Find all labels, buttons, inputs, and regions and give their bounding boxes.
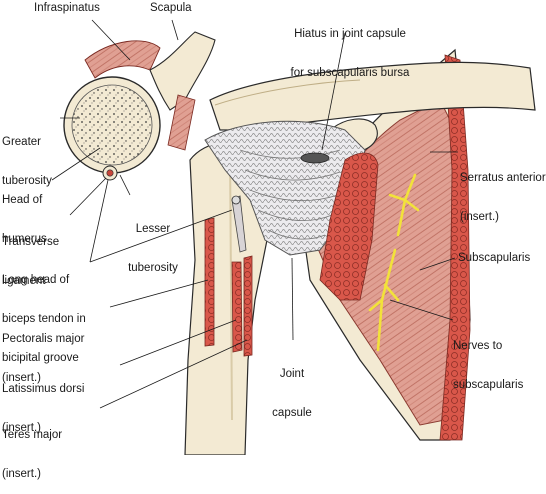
label-biceps-tendon: Long head of biceps tendon in bicipital …: [2, 248, 86, 378]
hiatus-opening: [300, 152, 330, 164]
label-head-humerus-line2: humerus: [2, 233, 47, 245]
label-latissimus-line2: (insert.): [2, 422, 41, 434]
nerves: [368, 173, 420, 352]
label-hiatus: Hiatus in joint capsule for subscapulari…: [270, 2, 430, 93]
label-latissimus-line1: Latissimus dorsi: [2, 383, 85, 395]
label-serratus-anterior: Serratus anterior (insert.): [460, 146, 546, 237]
label-nerves-line1: Nerves to: [453, 340, 503, 352]
label-joint-capsule-line2: capsule: [272, 407, 312, 419]
label-greater-tuberosity-line1: Greater: [2, 136, 41, 148]
anatomy-diagram: Infraspinatus Scapula Hiatus in joint ca…: [2, 2, 546, 480]
label-serratus-line2: (insert.): [460, 211, 499, 223]
label-serratus-line1: Serratus anterior: [460, 172, 546, 184]
infraspinatus-muscle: [84, 40, 161, 79]
label-lesser-tuberosity-line2: tuberosity: [128, 262, 178, 274]
label-transverse-ligament: Transverse ligament: [2, 210, 59, 301]
label-lesser-tuberosity: Lesser tuberosity: [118, 197, 188, 288]
label-transverse-line2: ligament: [2, 275, 46, 287]
label-biceps-line1: Long head of: [2, 274, 70, 286]
label-greater-tuberosity: Greater tuberosity: [2, 110, 52, 201]
label-latissimus-dorsi: Latissimus dorsi (insert.): [2, 357, 84, 448]
label-teres-major: Teres major (insert.): [2, 403, 62, 494]
label-joint-capsule: Joint capsule: [262, 342, 322, 433]
latissimus-insertion: [231, 261, 243, 353]
teres-insertion: [243, 255, 253, 357]
label-subscapularis: Subscapularis: [458, 252, 531, 264]
label-nerves-line2: subscapularis: [453, 379, 524, 391]
label-pectoralis-line1: Pectoralis major: [2, 333, 85, 345]
label-joint-capsule-line1: Joint: [279, 368, 305, 380]
label-hiatus-line1: Hiatus in joint capsule: [294, 28, 406, 40]
label-pectoralis-major: Pectoralis major (insert.): [2, 307, 84, 398]
label-nerves: Nerves to subscapularis: [453, 314, 523, 405]
pectoralis-insertion: [204, 217, 215, 347]
label-teres-line1: Teres major: [2, 429, 63, 441]
shoulder-illustration: [51, 19, 536, 455]
label-infraspinatus: Infraspinatus: [34, 2, 100, 14]
label-scapula: Scapula: [150, 2, 192, 14]
scapula-inset: [149, 31, 216, 111]
label-lesser-tuberosity-line1: Lesser: [135, 223, 171, 235]
humeral-head-inset: [63, 31, 216, 181]
label-biceps-line2: biceps tendon in: [2, 313, 86, 325]
label-biceps-line3: bicipital groove: [2, 352, 79, 364]
label-greater-tuberosity-line2: tuberosity: [2, 175, 52, 187]
coracobrachialis-band: [319, 152, 379, 301]
leader-lines: [51, 19, 458, 409]
clavicle: [209, 61, 536, 131]
label-teres-line2: (insert.): [2, 468, 41, 480]
label-pectoralis-line2: (insert.): [2, 372, 41, 384]
label-hiatus-line2: for subscapularis bursa: [290, 67, 410, 79]
label-transverse-line1: Transverse: [2, 236, 60, 248]
label-head-humerus-line1: Head of: [2, 194, 43, 206]
label-head-of-humerus: Head of humerus: [2, 168, 47, 259]
